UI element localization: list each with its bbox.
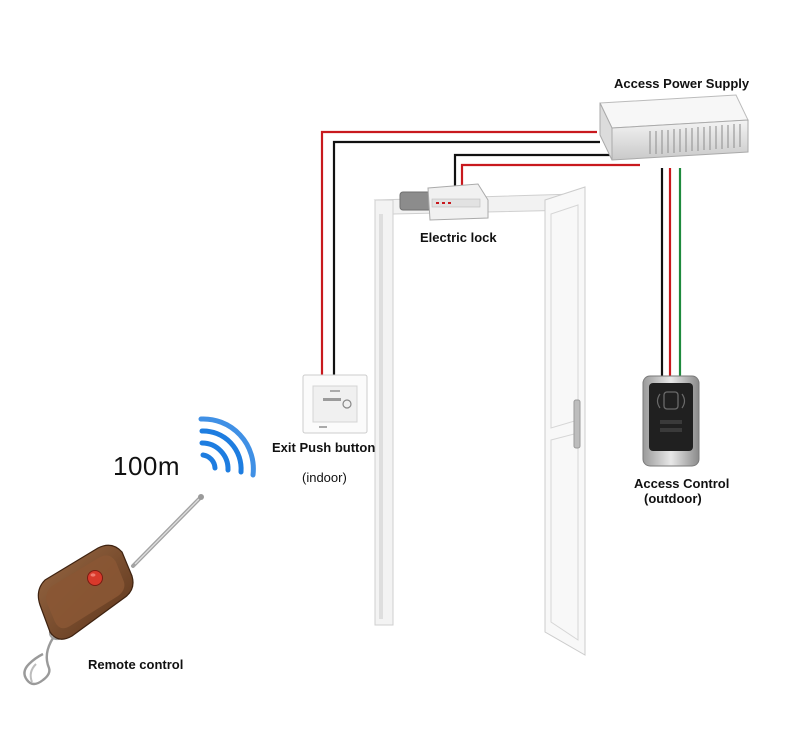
remote-control-label: Remote control [88,657,184,672]
wiring [320,130,682,378]
wire-psu-exit-black [332,140,600,375]
remote-control [23,494,204,686]
door [544,186,586,656]
range-label: 100m [113,451,181,481]
power-supply-label: Access Power Supply [614,76,750,91]
electric-lock [399,183,489,221]
wire-psu-exit-red [320,130,597,375]
exit-push-button [302,374,368,434]
wire-psu-lock-black [453,153,640,190]
signal-waves-icon [198,416,256,478]
access-control-label: Access Control [634,476,730,491]
exit-button-label: Exit Push button [272,440,376,455]
electric-lock-label: Electric lock [420,230,497,245]
remote-button [87,570,103,586]
exit-button-location: (indoor) [302,470,347,485]
access-control-location: (outdoor) [644,491,702,506]
access-control-reader [642,375,700,467]
door-handle [573,399,581,449]
power-supply-unit [599,94,749,161]
wire-psu-lock-red [460,163,640,190]
